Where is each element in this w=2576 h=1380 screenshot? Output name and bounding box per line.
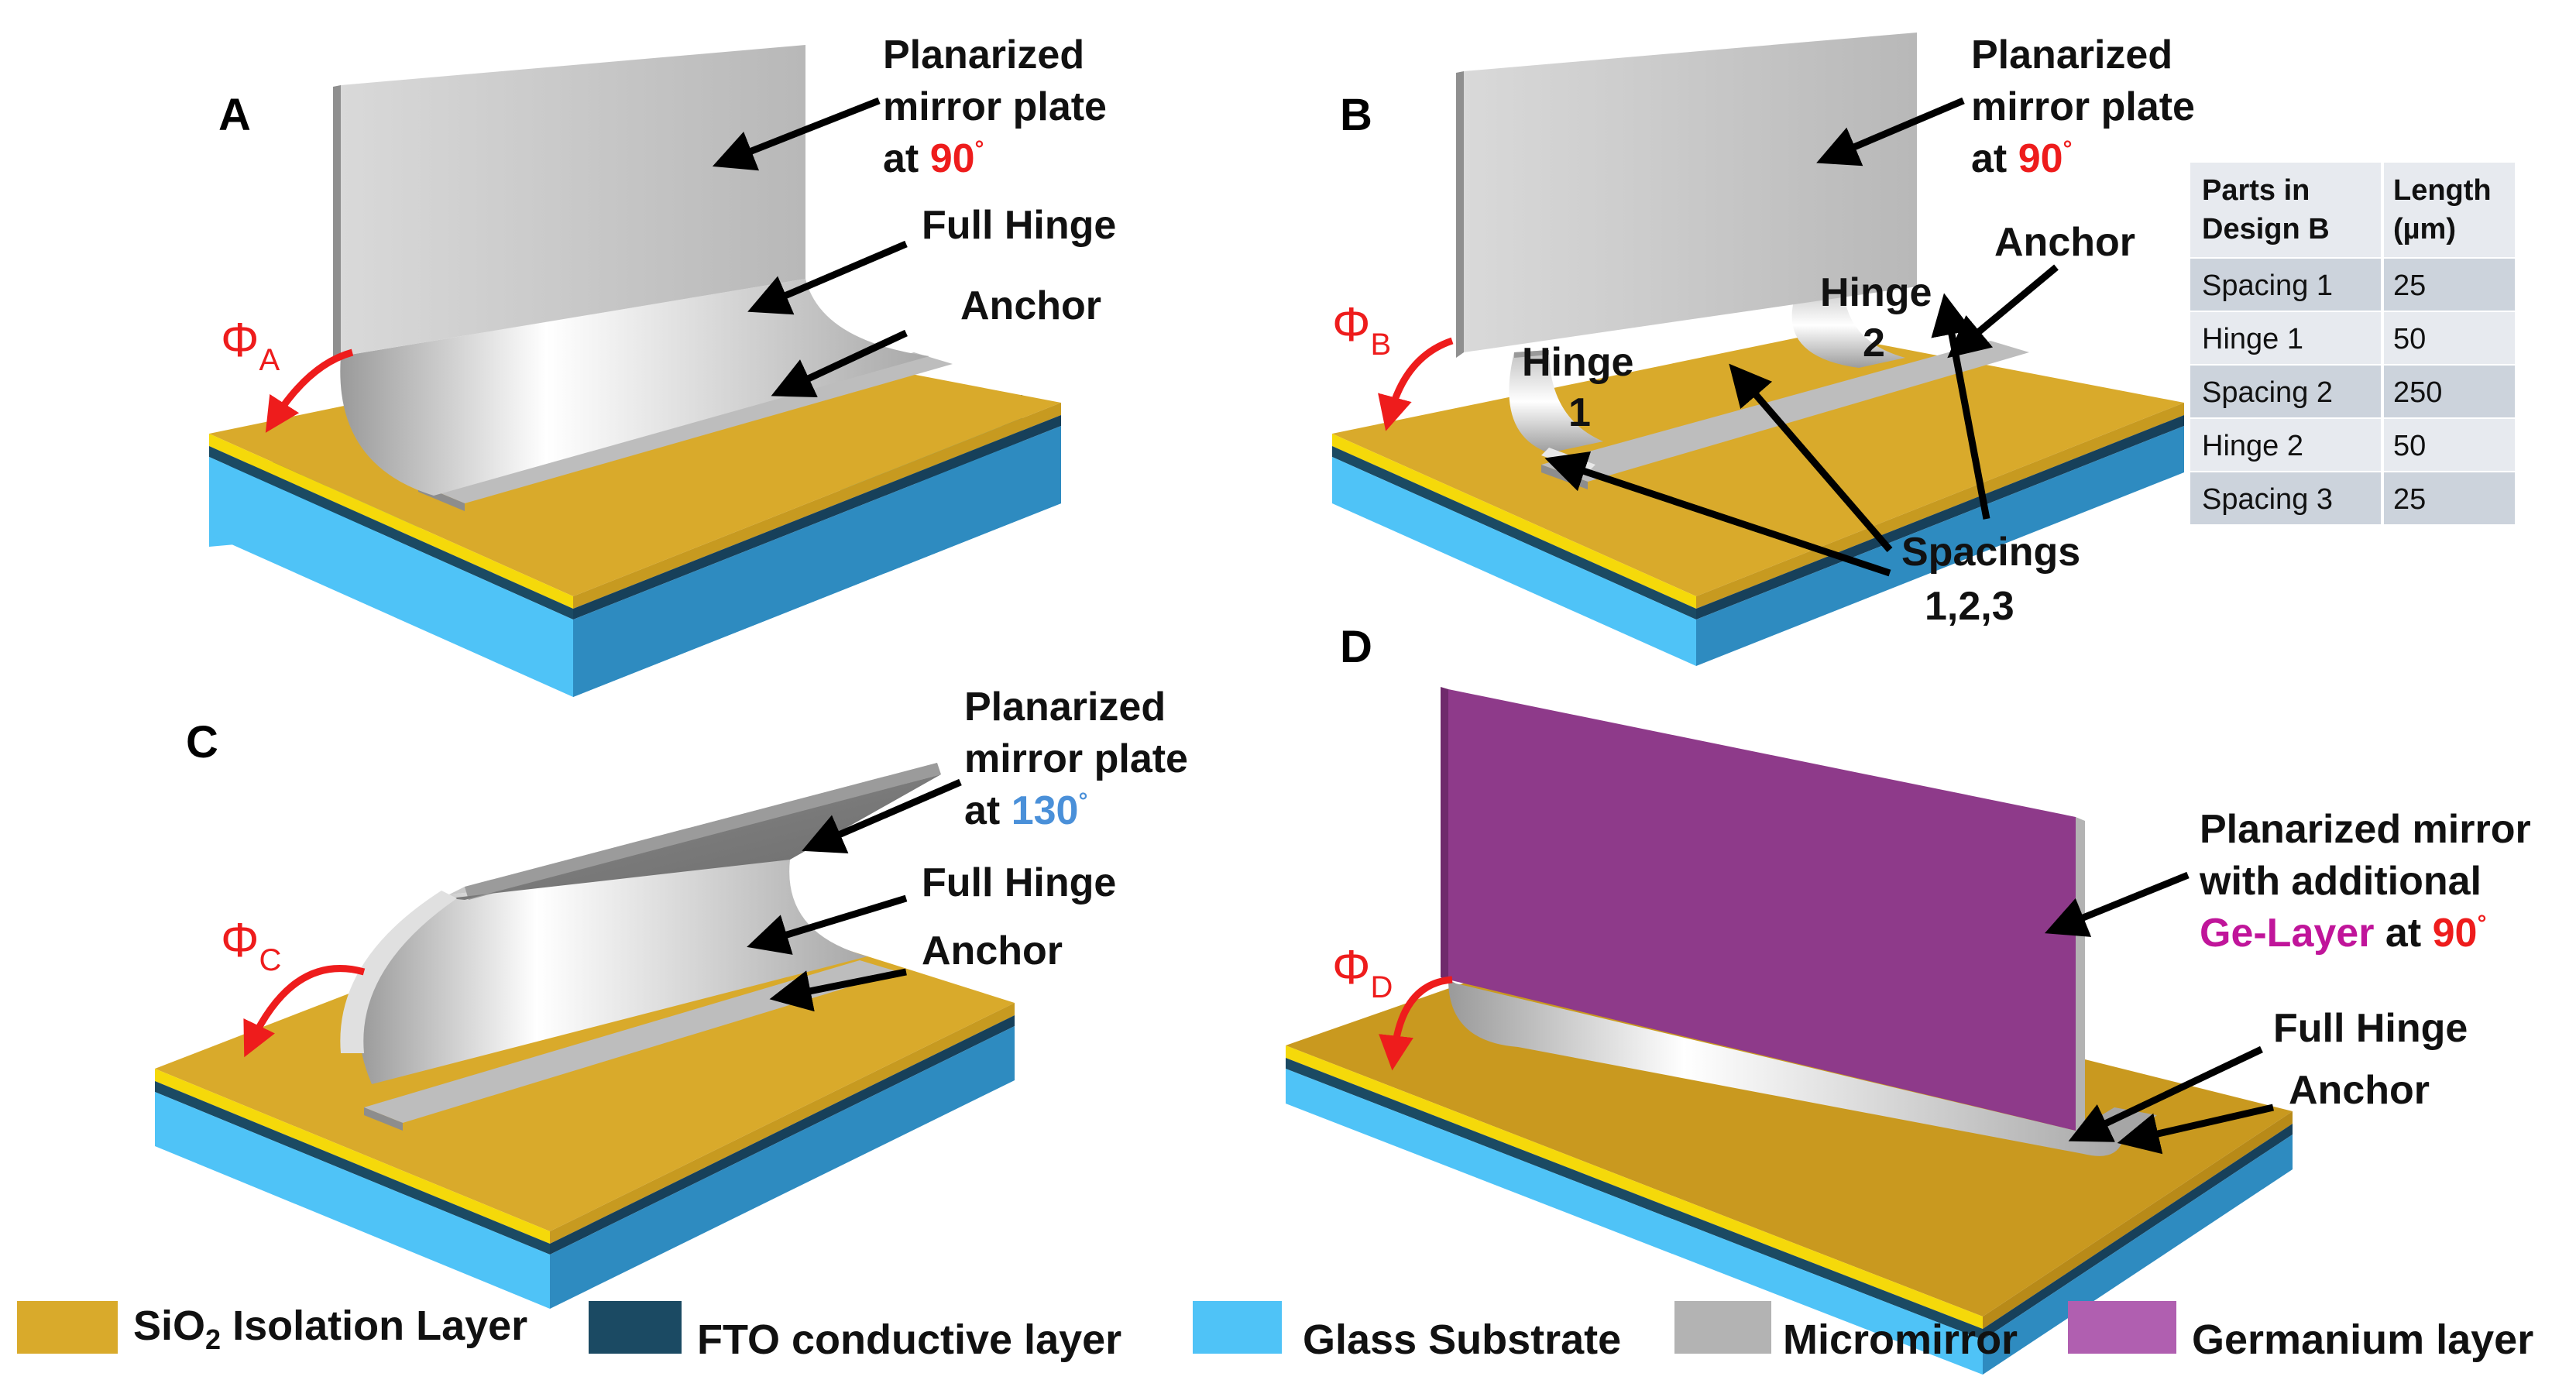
panel-letter-c: C: [186, 717, 218, 767]
anchor-label-a: Anchor: [960, 283, 1101, 328]
phi-symbol-d: Φ: [1332, 941, 1370, 994]
table-cell: 25: [2393, 269, 2426, 302]
design-b-table: Parts in Design B Length (µm) Spacing 1 …: [2190, 163, 2515, 524]
legend-item-micromirror: Micromirror: [1674, 1301, 2018, 1363]
table-cell: 25: [2393, 483, 2426, 516]
table-cell: Spacing 3: [2202, 483, 2333, 516]
hinge-label-a: Full Hinge: [922, 203, 1116, 248]
svg-text:FTO conductive layer: FTO conductive layer: [697, 1316, 1121, 1363]
hinge-label-c: Full Hinge: [922, 860, 1116, 905]
table-cell: 50: [2393, 323, 2426, 355]
mirror-label-d: Planarized mirror with additional Ge-Lay…: [2199, 807, 2542, 956]
hinge-label-d: Full Hinge: [2273, 1006, 2468, 1051]
substrate-stack-b: [1332, 333, 2184, 666]
panel-c: ΦC C Planarized mirror plate at 130° Ful…: [155, 685, 1199, 1309]
svg-text:ΦB: ΦB: [1332, 298, 1391, 362]
substrate-stack-d: [1286, 937, 2293, 1375]
mirror-plate-a: [341, 45, 805, 356]
panel-d: ΦD D Planarized mirror with additional G…: [1286, 622, 2542, 1375]
svg-text:ΦC: ΦC: [221, 914, 281, 977]
full-hinge-d: [1448, 980, 2122, 1156]
anchor-label-c: Anchor: [922, 929, 1063, 973]
table-cell: 250: [2393, 376, 2442, 409]
svg-text:ΦD: ΦD: [1332, 941, 1393, 1004]
legend-item-glass: Glass Substrate: [1193, 1301, 1621, 1363]
table-header-parts: Parts in Design B: [2202, 174, 2330, 245]
hinge-2-b: [1791, 283, 1905, 368]
table-header-length: Length (µm): [2393, 174, 2499, 245]
mirror-label-a: Planarized mirror plate at 90°: [883, 33, 1118, 181]
table-cell: 50: [2393, 430, 2426, 462]
legend: SiO2 Isolation Layer FTO conductive laye…: [17, 1301, 2533, 1363]
legend-item-sio2: SiO2 Isolation Layer: [17, 1301, 527, 1355]
anchor-a: [418, 352, 953, 503]
anchor-label-d: Anchor: [2289, 1068, 2430, 1113]
table-cell: Hinge 2: [2202, 430, 2303, 462]
mirror-label-b: Planarized mirror plate at 90°: [1971, 33, 2206, 181]
phi-symbol-a: Φ: [221, 314, 259, 367]
anchor-b: [1541, 341, 2029, 482]
legend-item-fto: FTO conductive layer: [589, 1301, 1121, 1363]
anchor-c: [364, 960, 898, 1123]
panel-b: ΦB B Planarized mirror plate at 90° Anch…: [1332, 33, 2206, 666]
panel-a: ΦA A Planarized mirror plate at 90° Full…: [209, 33, 1118, 697]
hinge-2-label-b: Hinge 2: [1820, 270, 1943, 366]
svg-text:ΦA: ΦA: [221, 314, 280, 377]
panel-letter-a: A: [218, 90, 251, 140]
panel-letter-b: B: [1340, 90, 1372, 140]
full-hinge-a: [340, 279, 929, 496]
full-hinge-c: [359, 860, 867, 1084]
svg-text:Germanium layer: Germanium layer: [2192, 1316, 2533, 1363]
mirror-plate-b: [1464, 33, 1917, 352]
table-cell: Spacing 1: [2202, 269, 2333, 302]
table-cell: Spacing 2: [2202, 376, 2333, 409]
ge-mirror-plate-d: [1448, 689, 2076, 1131]
hinge-1-label-b: Hinge 1: [1522, 340, 1645, 435]
hinge-1-b: [1509, 350, 1603, 453]
legend-item-germanium: Germanium layer: [2068, 1301, 2533, 1363]
table-cell: Hinge 1: [2202, 323, 2303, 355]
panel-letter-d: D: [1340, 622, 1372, 672]
svg-text:SiO2 Isolation Layer: SiO2 Isolation Layer: [133, 1303, 527, 1355]
anchor-label-b: Anchor: [1994, 220, 2135, 265]
mirror-label-c: Planarized mirror plate at 130°: [964, 685, 1199, 833]
svg-text:Micromirror: Micromirror: [1783, 1316, 2018, 1363]
phi-symbol-c: Φ: [221, 914, 259, 967]
svg-text:Glass Substrate: Glass Substrate: [1303, 1316, 1621, 1363]
spacings-label-b: Spacings 1,2,3: [1901, 530, 2092, 629]
phi-symbol-b: Φ: [1332, 298, 1370, 352]
